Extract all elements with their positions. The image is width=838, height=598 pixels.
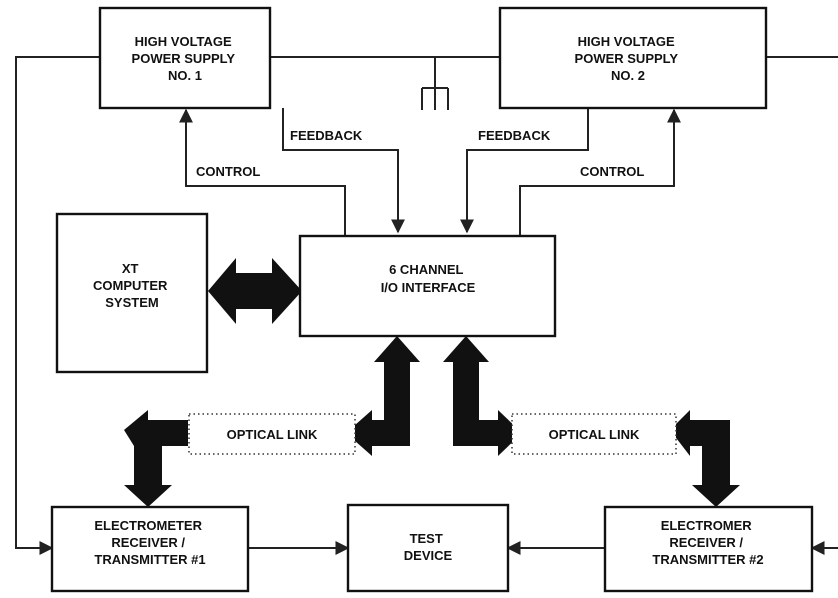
bus-arrows	[124, 258, 740, 507]
wires	[15, 56, 838, 555]
test-device-box	[346, 503, 510, 593]
hv-supply-1-label: HIGH VOLTAGE POWER SUPPLY NO. 1	[132, 34, 239, 83]
hv-supply-1-box	[98, 6, 272, 110]
control-left-line	[179, 108, 346, 236]
computer-io-bus-arrow	[208, 258, 302, 324]
io-optical-left-bus-arrow	[346, 336, 420, 456]
electrometer-1-box	[50, 505, 250, 593]
feedback-left-line	[282, 108, 405, 234]
optical-link-left-label: OPTICAL LINK	[227, 427, 318, 442]
test-device-label: TEST DEVICE	[404, 531, 453, 563]
io-interface-box	[298, 234, 557, 338]
ground-symbol-icon	[421, 57, 449, 110]
io-optical-right-bus-arrow	[443, 336, 522, 456]
optical-elec1-bus-arrow	[124, 410, 188, 507]
optical-link-left-box	[188, 413, 356, 455]
hv-supply-2-box	[498, 6, 768, 110]
optical-link-right-label: OPTICAL LINK	[549, 427, 640, 442]
control-left-label: CONTROL	[196, 164, 260, 179]
electrometer-2-box	[603, 505, 814, 593]
optical-elec2-bus-arrow	[670, 410, 740, 507]
io-interface-label: 6 CHANNEL I/O INTERFACE	[381, 262, 476, 295]
electrometer-1-label: ELECTROMETER RECEIVER / TRANSMITTER #1	[94, 518, 205, 567]
feedback-right-line	[460, 108, 589, 234]
feedback-left-label: FEEDBACK	[290, 128, 363, 143]
feedback-right-label: FEEDBACK	[478, 128, 551, 143]
control-right-label: CONTROL	[580, 164, 644, 179]
computer-system-box	[55, 212, 209, 374]
computer-system-label: XT COMPUTER SYSTEM	[93, 261, 171, 310]
control-right-line	[519, 108, 681, 236]
electrometer-2-label: ELECTROMER RECEIVER / TRANSMITTER #2	[652, 518, 763, 567]
hv-supply-2-label: HIGH VOLTAGE POWER SUPPLY NO. 2	[575, 34, 682, 83]
optical-link-right-box	[511, 413, 677, 455]
left-rail-line	[15, 56, 100, 555]
